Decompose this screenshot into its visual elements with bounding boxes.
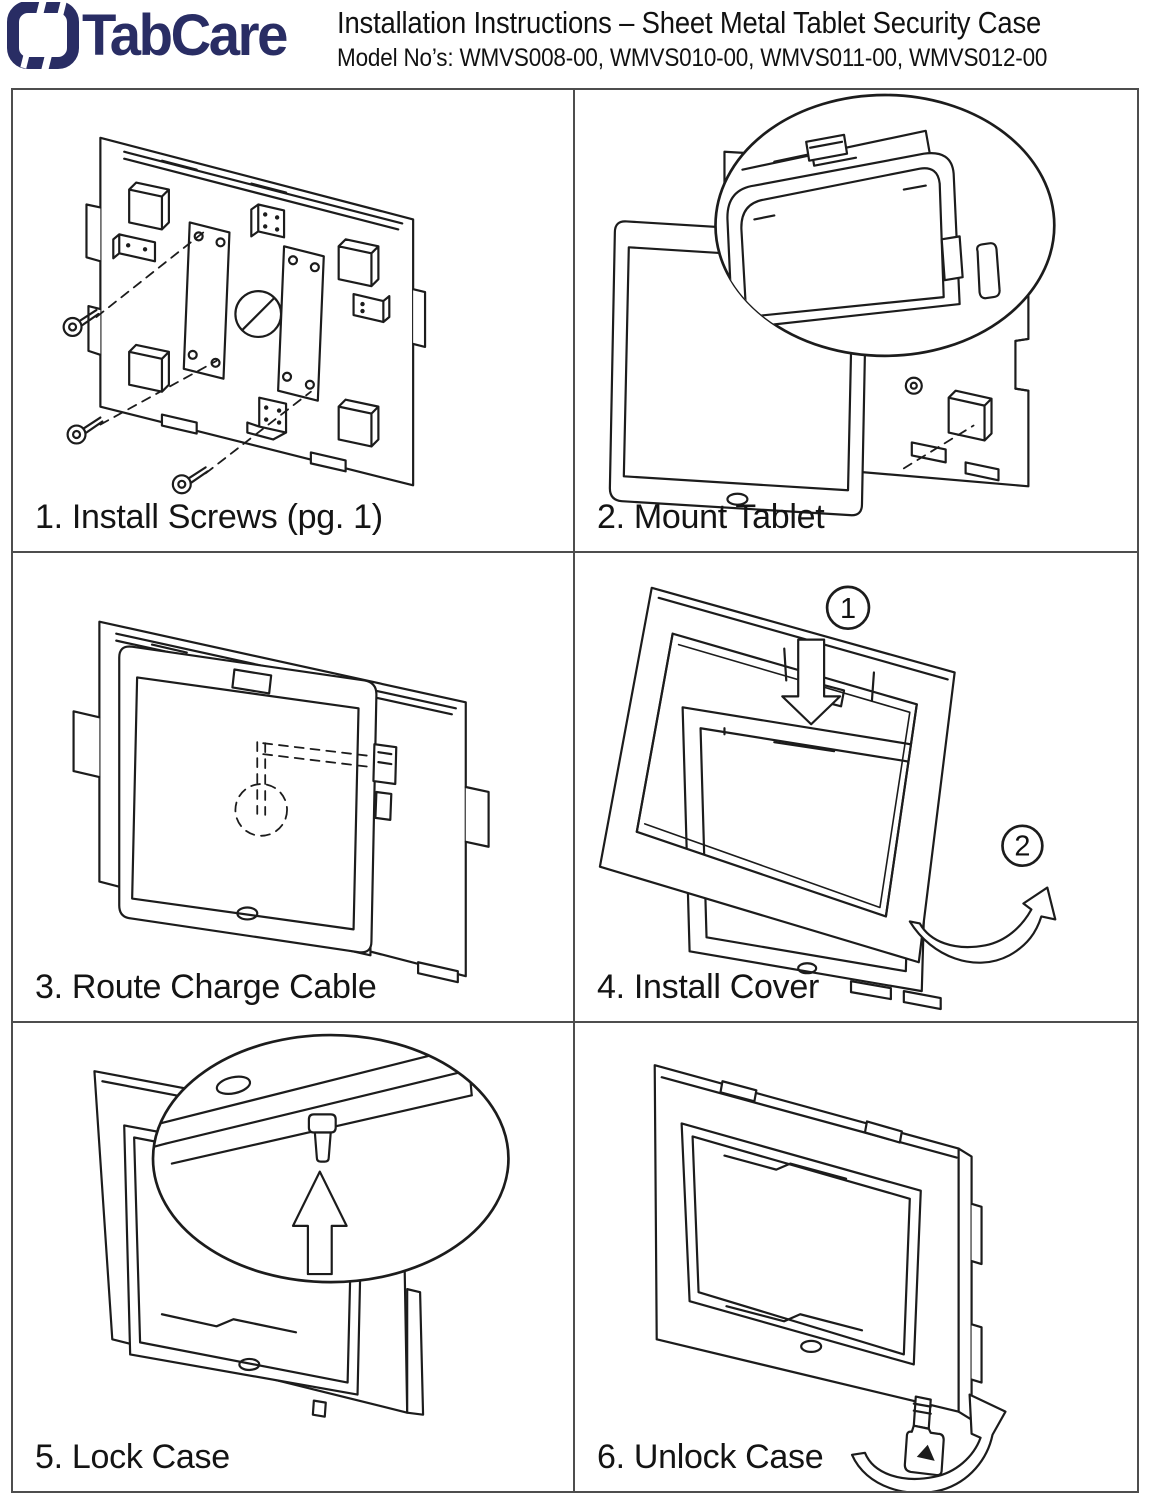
panel-mount-tablet: 2. Mount Tablet bbox=[575, 90, 1137, 553]
badge-2-label: 2 bbox=[1014, 831, 1030, 863]
panel-install-cover: 1 2 4. Install Cover bbox=[575, 553, 1137, 1023]
magnifier-callout bbox=[714, 93, 1056, 358]
page-subtitle: Model No’s: WMVS008-00, WMVS010-00, WMVS… bbox=[337, 44, 1048, 72]
screws bbox=[62, 230, 312, 495]
panel-lock-case: 5. Lock Case bbox=[13, 1023, 575, 1491]
tabcare-bracket-square-icon bbox=[7, 2, 79, 70]
rotate-arrow bbox=[850, 1393, 1007, 1491]
panel-unlock-case: 6. Unlock Case bbox=[575, 1023, 1137, 1491]
cover-frame bbox=[598, 586, 956, 964]
install-cover-illustration: 1 2 bbox=[598, 585, 1057, 1011]
lock-pin bbox=[307, 1113, 337, 1163]
down-arrow bbox=[781, 638, 842, 726]
magnified-top-detail bbox=[726, 129, 1001, 331]
mount-slots bbox=[182, 221, 325, 402]
step-caption-6: 6. Unlock Case bbox=[597, 1438, 824, 1476]
page-title: Installation Instructions – Sheet Metal … bbox=[337, 5, 1042, 40]
back-plate bbox=[85, 136, 427, 487]
unlock-case-illustration bbox=[653, 1064, 1007, 1491]
route-charge-cable-illustration bbox=[72, 620, 490, 984]
step-badge-1: 1 bbox=[825, 585, 871, 631]
lock-case-illustration bbox=[93, 1033, 510, 1418]
install-screws-illustration bbox=[62, 136, 427, 495]
mount-tablet-illustration bbox=[608, 93, 1056, 517]
step-caption-1: 1. Install Screws (pg. 1) bbox=[35, 498, 383, 536]
tabcare-logo-text: TabCare bbox=[82, 3, 288, 68]
corner-brackets bbox=[112, 203, 391, 441]
key bbox=[903, 1395, 945, 1477]
up-arrow bbox=[291, 1170, 348, 1276]
panel-install-screws: 1. Install Screws (pg. 1) bbox=[13, 90, 575, 553]
locked-case bbox=[653, 1064, 983, 1421]
steps-grid: 1. Install Screws (pg. 1) bbox=[11, 88, 1139, 1493]
mounted-tablet bbox=[118, 645, 378, 954]
badge-1-label: 1 bbox=[840, 593, 856, 625]
header-titles: Installation Instructions – Sheet Metal … bbox=[337, 5, 1172, 73]
step-caption-5: 5. Lock Case bbox=[35, 1438, 230, 1476]
step-badge-2: 2 bbox=[1001, 824, 1044, 868]
step-caption-2: 2. Mount Tablet bbox=[597, 498, 825, 536]
step-caption-3: 3. Route Charge Cable bbox=[35, 968, 377, 1006]
cable-route-dashed bbox=[234, 741, 373, 837]
panel-route-charge-cable: 3. Route Charge Cable bbox=[13, 553, 575, 1023]
tabcare-logo: TabCare bbox=[6, 2, 292, 70]
step-caption-4: 4. Install Cover bbox=[597, 968, 819, 1006]
charge-connector bbox=[372, 743, 398, 821]
header: TabCare Installation Instructions – Shee… bbox=[0, 0, 1174, 88]
magnifier-callout bbox=[151, 1033, 510, 1284]
foam-pads bbox=[128, 181, 380, 448]
rotate-arrow bbox=[908, 886, 1057, 964]
